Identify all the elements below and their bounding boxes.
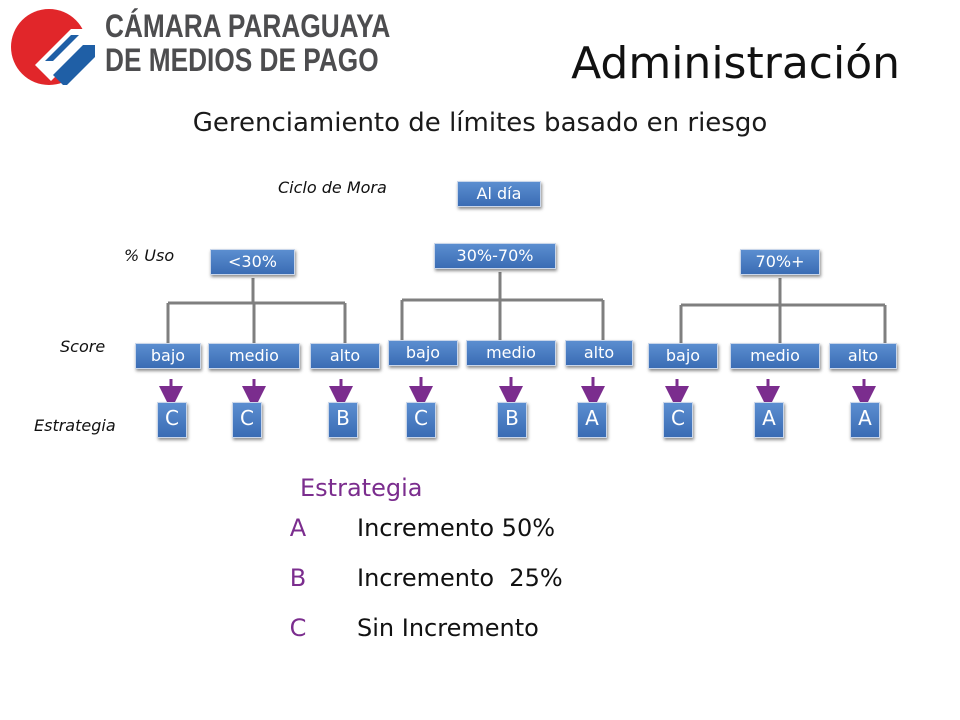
strategy-node: B: [497, 402, 527, 438]
strategy-node: A: [754, 402, 784, 438]
strategy-arrows: [159, 377, 876, 410]
node-score-bajo: bajo: [135, 343, 201, 369]
logo-line-1: CÁMARA PARAGUAYA: [105, 8, 391, 44]
strategy-node: C: [406, 402, 436, 438]
legend-text: Sin Incremento: [357, 614, 539, 642]
node-score-alto: alto: [310, 343, 380, 369]
node-uso-70plus: 70%+: [740, 249, 820, 275]
logo-icon: [11, 9, 95, 85]
node-score-alto: alto: [829, 343, 897, 369]
node-score-medio: medio: [730, 343, 820, 369]
logo-line-2: DE MEDIOS DE PAGO: [105, 42, 379, 78]
row-label-score: Score: [60, 337, 106, 356]
connector-group-3: [679, 278, 887, 343]
row-label-estrategia: Estrategia: [34, 416, 116, 435]
node-score-medio: medio: [208, 343, 300, 369]
strategy-node: C: [663, 402, 693, 438]
node-score-medio: medio: [466, 340, 556, 366]
row-label-uso: % Uso: [124, 246, 175, 265]
node-al-dia: Al día: [457, 181, 541, 207]
page-title: Administración: [571, 38, 900, 89]
legend-letter: A: [289, 514, 307, 542]
node-uso-30-70: 30%-70%: [434, 243, 556, 269]
legend-text: Incremento 25%: [357, 564, 563, 592]
strategy-node: A: [850, 402, 880, 438]
connector-group-1: [166, 278, 347, 343]
strategy-node: A: [577, 402, 607, 438]
connector-group-2: [400, 272, 605, 340]
node-score-bajo: bajo: [648, 343, 718, 369]
legend-title: Estrategia: [300, 474, 423, 502]
row-label-ciclo: Ciclo de Mora: [278, 178, 387, 197]
page-subtitle: Gerenciamiento de límites basado en ries…: [192, 108, 768, 138]
strategy-node: C: [232, 402, 262, 438]
node-uso-lt30: <30%: [210, 249, 295, 275]
strategy-node: C: [157, 402, 187, 438]
node-score-bajo: bajo: [388, 340, 458, 366]
legend-letter: C: [289, 614, 307, 642]
legend-letter: B: [289, 564, 307, 592]
strategy-node: B: [328, 402, 358, 438]
logo: CÁMARA PARAGUAYA DE MEDIOS DE PAGO: [5, 5, 390, 85]
legend-text: Incremento 50%: [357, 514, 556, 542]
node-score-alto: alto: [565, 340, 633, 366]
